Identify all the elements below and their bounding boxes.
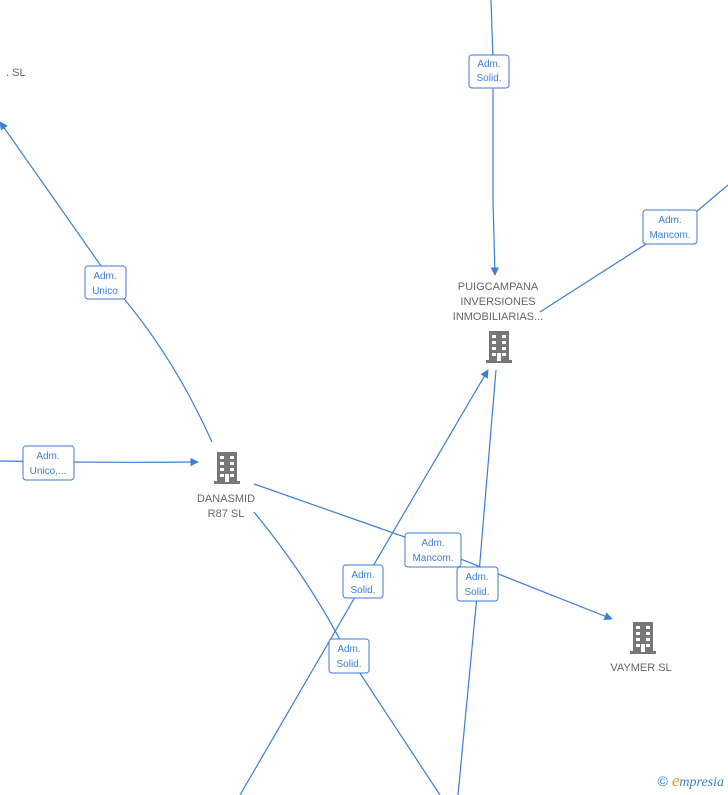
svg-text:Adm.: Adm. (658, 215, 681, 226)
brand-watermark: ©empresia (658, 771, 724, 791)
svg-text:Adm.: Adm. (36, 451, 59, 462)
svg-text:Solid.: Solid. (336, 659, 361, 670)
svg-text:Mancom.: Mancom. (412, 553, 453, 564)
brand-logo-letter: e (671, 771, 680, 790)
svg-text:Solid.: Solid. (464, 587, 489, 598)
edge-label-right-mancom[interactable]: Adm. Mancom. (642, 209, 698, 245)
svg-text:Adm.: Adm. (421, 538, 444, 549)
svg-text:DANASMID: DANASMID (197, 493, 255, 505)
svg-text:Unico,...: Unico,... (30, 466, 67, 477)
svg-text:Adm.: Adm. (465, 572, 488, 583)
svg-text:Adm.: Adm. (477, 59, 500, 70)
svg-text:Adm.: Adm. (351, 570, 374, 581)
node-vaymer[interactable]: VAYMER SL (610, 622, 672, 674)
node-partial-sl[interactable]: . SL (6, 67, 26, 79)
building-icon (630, 622, 656, 654)
svg-text:Adm.: Adm. (337, 644, 360, 655)
copyright-icon: © (657, 773, 668, 789)
svg-text:INMOBILIARIAS...: INMOBILIARIAS... (453, 311, 543, 323)
edge-right-to-puigcampana (539, 184, 728, 313)
svg-text:. SL: . SL (6, 67, 26, 79)
svg-text:Mancom.: Mancom. (649, 230, 690, 241)
edge-label-solid-mid[interactable]: Adm. Solid. (342, 564, 384, 599)
svg-text:R87 SL: R87 SL (208, 508, 245, 520)
svg-text:VAYMER SL: VAYMER SL (610, 662, 671, 674)
edge-label-unico[interactable]: Adm. Unico (84, 265, 127, 300)
node-danasmid[interactable]: DANASMID R87 SL (197, 452, 255, 520)
svg-text:Adm.: Adm. (93, 271, 116, 282)
node-puigcampana[interactable]: PUIGCAMPANA INVERSIONES INMOBILIARIAS... (453, 281, 543, 363)
brand-logo-text: mpresia (679, 775, 724, 790)
edge-label-top-solid[interactable]: Adm. Solid. (468, 54, 510, 89)
svg-text:Solid.: Solid. (350, 585, 375, 596)
svg-text:PUIGCAMPANA: PUIGCAMPANA (458, 281, 539, 293)
building-icon (214, 452, 240, 484)
svg-text:Unico: Unico (92, 286, 118, 297)
edge-label-mancom-vaymer[interactable]: Adm. Mancom. (404, 532, 462, 568)
building-icon (486, 331, 512, 363)
svg-text:INVERSIONES: INVERSIONES (460, 296, 535, 308)
edge-label-solid-right[interactable]: Adm. Solid. (456, 566, 499, 602)
edge-top-to-puigcampana (490, 0, 499, 276)
edge-danasmid-to-topleft (0, 121, 213, 443)
edge-label-unico-ellipsis[interactable]: Adm. Unico,... (22, 445, 75, 481)
edge-label-solid-lower[interactable]: Adm. Solid. (328, 638, 370, 674)
svg-text:Solid.: Solid. (476, 73, 501, 84)
